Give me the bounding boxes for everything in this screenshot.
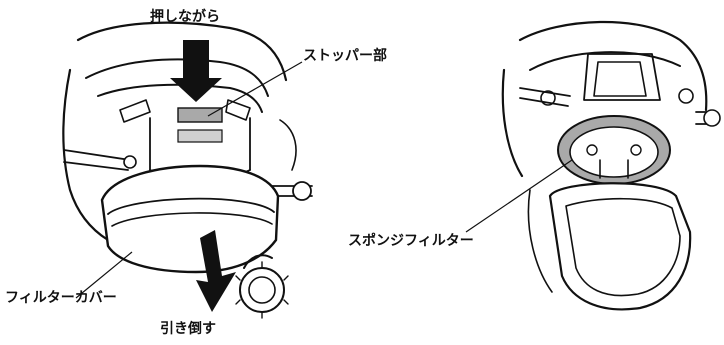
sponge-filter-label: スポンジフィルター <box>348 233 474 249</box>
left-device-figure <box>62 21 313 319</box>
press-label: 押しながら <box>150 9 220 25</box>
pull-label: 引き倒す <box>160 321 216 337</box>
stopper-leader-line <box>207 61 303 117</box>
stopper-label: ストッパー部 <box>303 48 387 64</box>
pull-arrow <box>196 230 236 312</box>
filter-cover-label: フィルターカバー <box>5 290 117 306</box>
sponge-filter-leader-line <box>465 159 573 233</box>
right-device-figure <box>501 20 721 311</box>
press-arrow <box>170 40 222 102</box>
filter-cover-leader-line <box>75 251 133 299</box>
